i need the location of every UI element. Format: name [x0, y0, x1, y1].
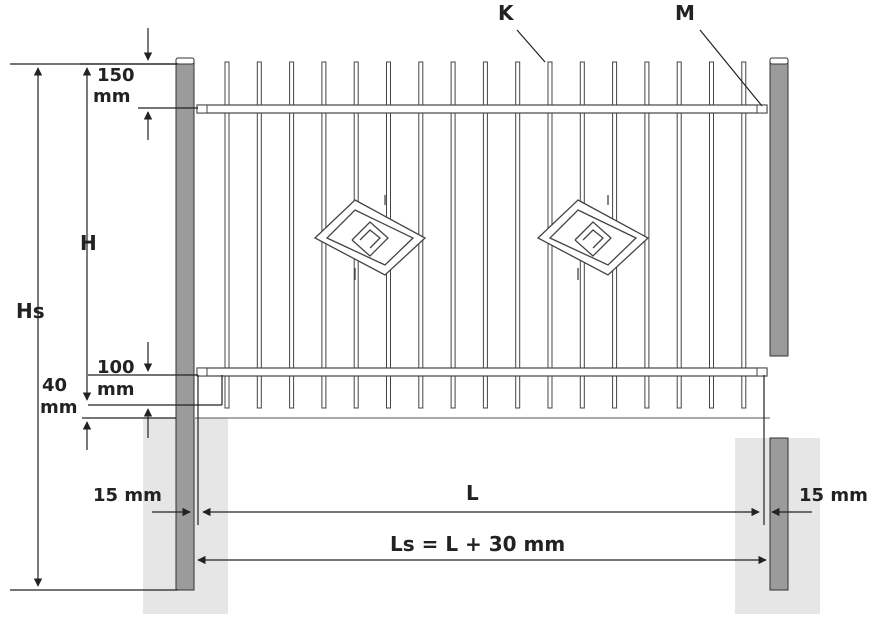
fence-bar: [515, 61, 521, 409]
fence-bar: [709, 61, 714, 409]
ornament-left: [313, 195, 427, 280]
ls-label: Ls = L + 30 mm: [390, 532, 565, 556]
fence-bar: [676, 61, 682, 409]
top-gap-value: 150: [97, 65, 135, 86]
bottom-gap-value: 100: [97, 357, 135, 378]
k-label: K: [498, 1, 515, 25]
h-label: H: [80, 231, 97, 255]
fence-bars: [224, 61, 747, 409]
right-offset-label: 15 mm: [799, 485, 868, 506]
fence-bar: [224, 61, 230, 409]
fence-bar: [256, 61, 262, 409]
hs-label: Hs: [16, 299, 45, 323]
ground-gap-value: 40: [42, 375, 67, 396]
fence-bar: [741, 61, 747, 409]
ground-gap-unit: mm: [40, 397, 78, 418]
top-gap-unit: mm: [93, 86, 131, 107]
ground-gap-dimension: [82, 417, 176, 450]
top-gap-dimension: [138, 28, 198, 140]
l-dimension: [152, 375, 812, 525]
ornament-right: [536, 195, 650, 280]
left-offset-label: 15 mm: [93, 485, 162, 506]
right-post: [769, 57, 789, 591]
bottom-gap-unit: mm: [97, 379, 135, 400]
m-label: M: [675, 1, 695, 25]
top-rail: [196, 104, 768, 114]
left-post: [175, 57, 195, 591]
fence-bar: [450, 61, 456, 409]
bottom-gap-dimension: [88, 342, 223, 438]
fence-bar: [289, 61, 295, 409]
fence-bar: [644, 61, 650, 409]
h-dimension: [80, 63, 176, 401]
bottom-rail: [196, 367, 768, 377]
l-label: L: [466, 481, 479, 505]
callout-lines: [516, 29, 763, 107]
fence-bar: [482, 61, 488, 409]
